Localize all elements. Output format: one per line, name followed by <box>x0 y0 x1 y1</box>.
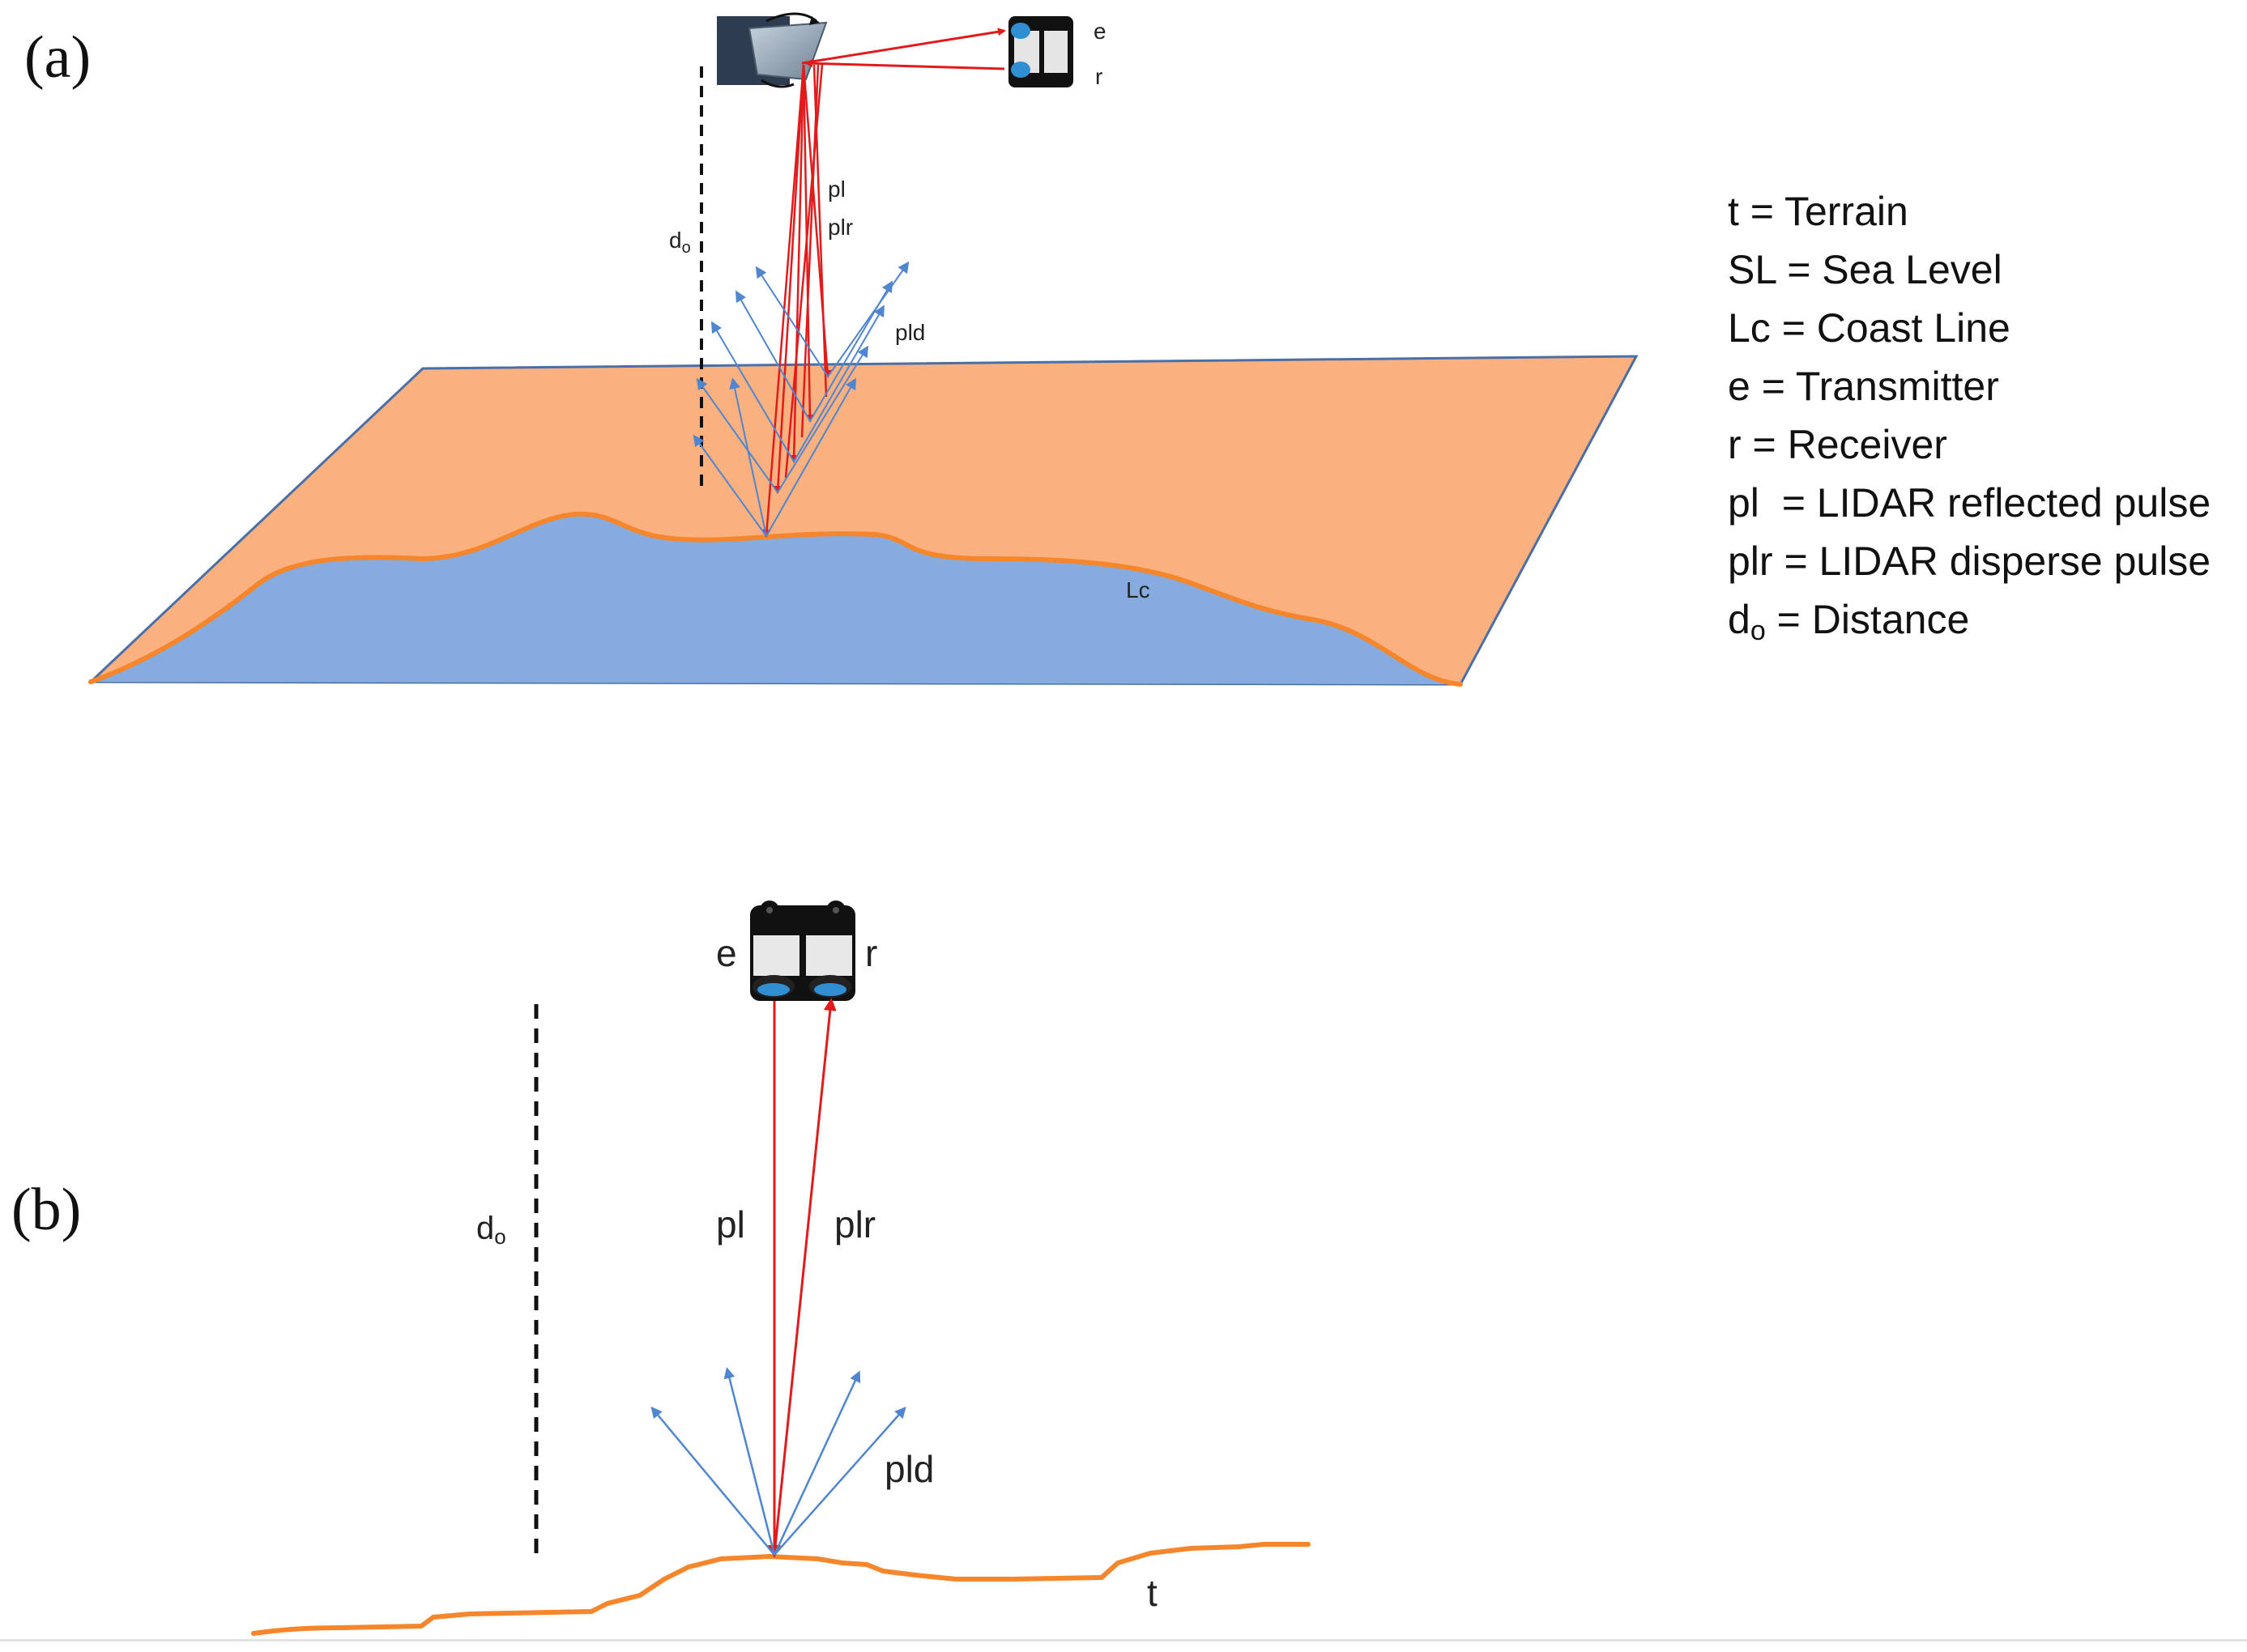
panel-b-label: (b) <box>11 1177 81 1243</box>
disperse-pulse-label-a: plr <box>828 215 853 240</box>
disperse-pulses-a <box>693 261 910 537</box>
legend-item-receiver: r = Receiver <box>1728 422 1947 467</box>
legend-distance-rest: = Distance <box>1766 597 1970 642</box>
legend-item-transmitter: e = Transmitter <box>1728 364 1999 409</box>
distance-label-b: do <box>476 1211 506 1249</box>
reflected-pulse-label-a: pl <box>828 177 846 202</box>
legend-distance-main: d <box>1728 597 1750 642</box>
legend-item-coast-line: Lc = Coast Line <box>1728 305 2010 351</box>
terrain-line <box>251 1542 1311 1636</box>
receiver-label-a: r <box>1095 64 1102 89</box>
disperse-pulse-b <box>773 998 837 1556</box>
panel-a-label: (a) <box>24 24 91 91</box>
lidar-sensor-icon <box>750 901 855 1001</box>
distance-label-a-sub: o <box>682 239 691 257</box>
legend-item-reflected-pulse: pl = LIDAR reflected pulse <box>1728 480 2211 526</box>
coastline-label: Lc <box>1126 577 1150 602</box>
distance-label-a: do <box>669 228 691 257</box>
sea-area <box>91 513 1460 684</box>
distance-label-a-main: d <box>669 228 682 253</box>
panel-b: e r do t pl plr pld <box>251 901 1311 1636</box>
scanning-mirror-icon <box>717 12 828 88</box>
legend-item-disperse-pulse: plr = LIDAR disperse pulse <box>1728 539 2211 584</box>
disperse-pulse-label-b: plr <box>834 1203 876 1245</box>
lidar-sensor-small-icon <box>1008 16 1073 87</box>
bottom-rule <box>0 1639 2247 1641</box>
terrain-label: t <box>1147 1572 1158 1614</box>
transmitter-label-b: e <box>716 932 737 974</box>
diffuse-pulse-label-b: pld <box>885 1448 934 1490</box>
reflected-pulses-a <box>762 64 832 538</box>
diffuse-pulse-label-a: pld <box>895 320 925 345</box>
sensor-mirror-pulses <box>801 28 1006 70</box>
receiver-label-b: r <box>865 932 877 974</box>
legend-item-distance: do = Distance <box>1728 597 1969 646</box>
distance-label-b-main: d <box>476 1211 494 1246</box>
legend-item-terrain: t = Terrain <box>1728 189 1908 234</box>
distance-label-b-sub: o <box>494 1224 505 1249</box>
legend-distance-sub: o <box>1750 615 1766 646</box>
reflected-pulse-label-b: pl <box>716 1203 745 1245</box>
diffuse-rays-b <box>650 1367 906 1556</box>
legend-item-sea-level: SL = Sea Level <box>1728 247 2002 292</box>
transmitter-label-a: e <box>1094 19 1106 44</box>
panel-a: Lc do e r <box>87 12 1639 687</box>
legend: t = Terrain SL = Sea Level Lc = Coast Li… <box>1728 189 2211 646</box>
